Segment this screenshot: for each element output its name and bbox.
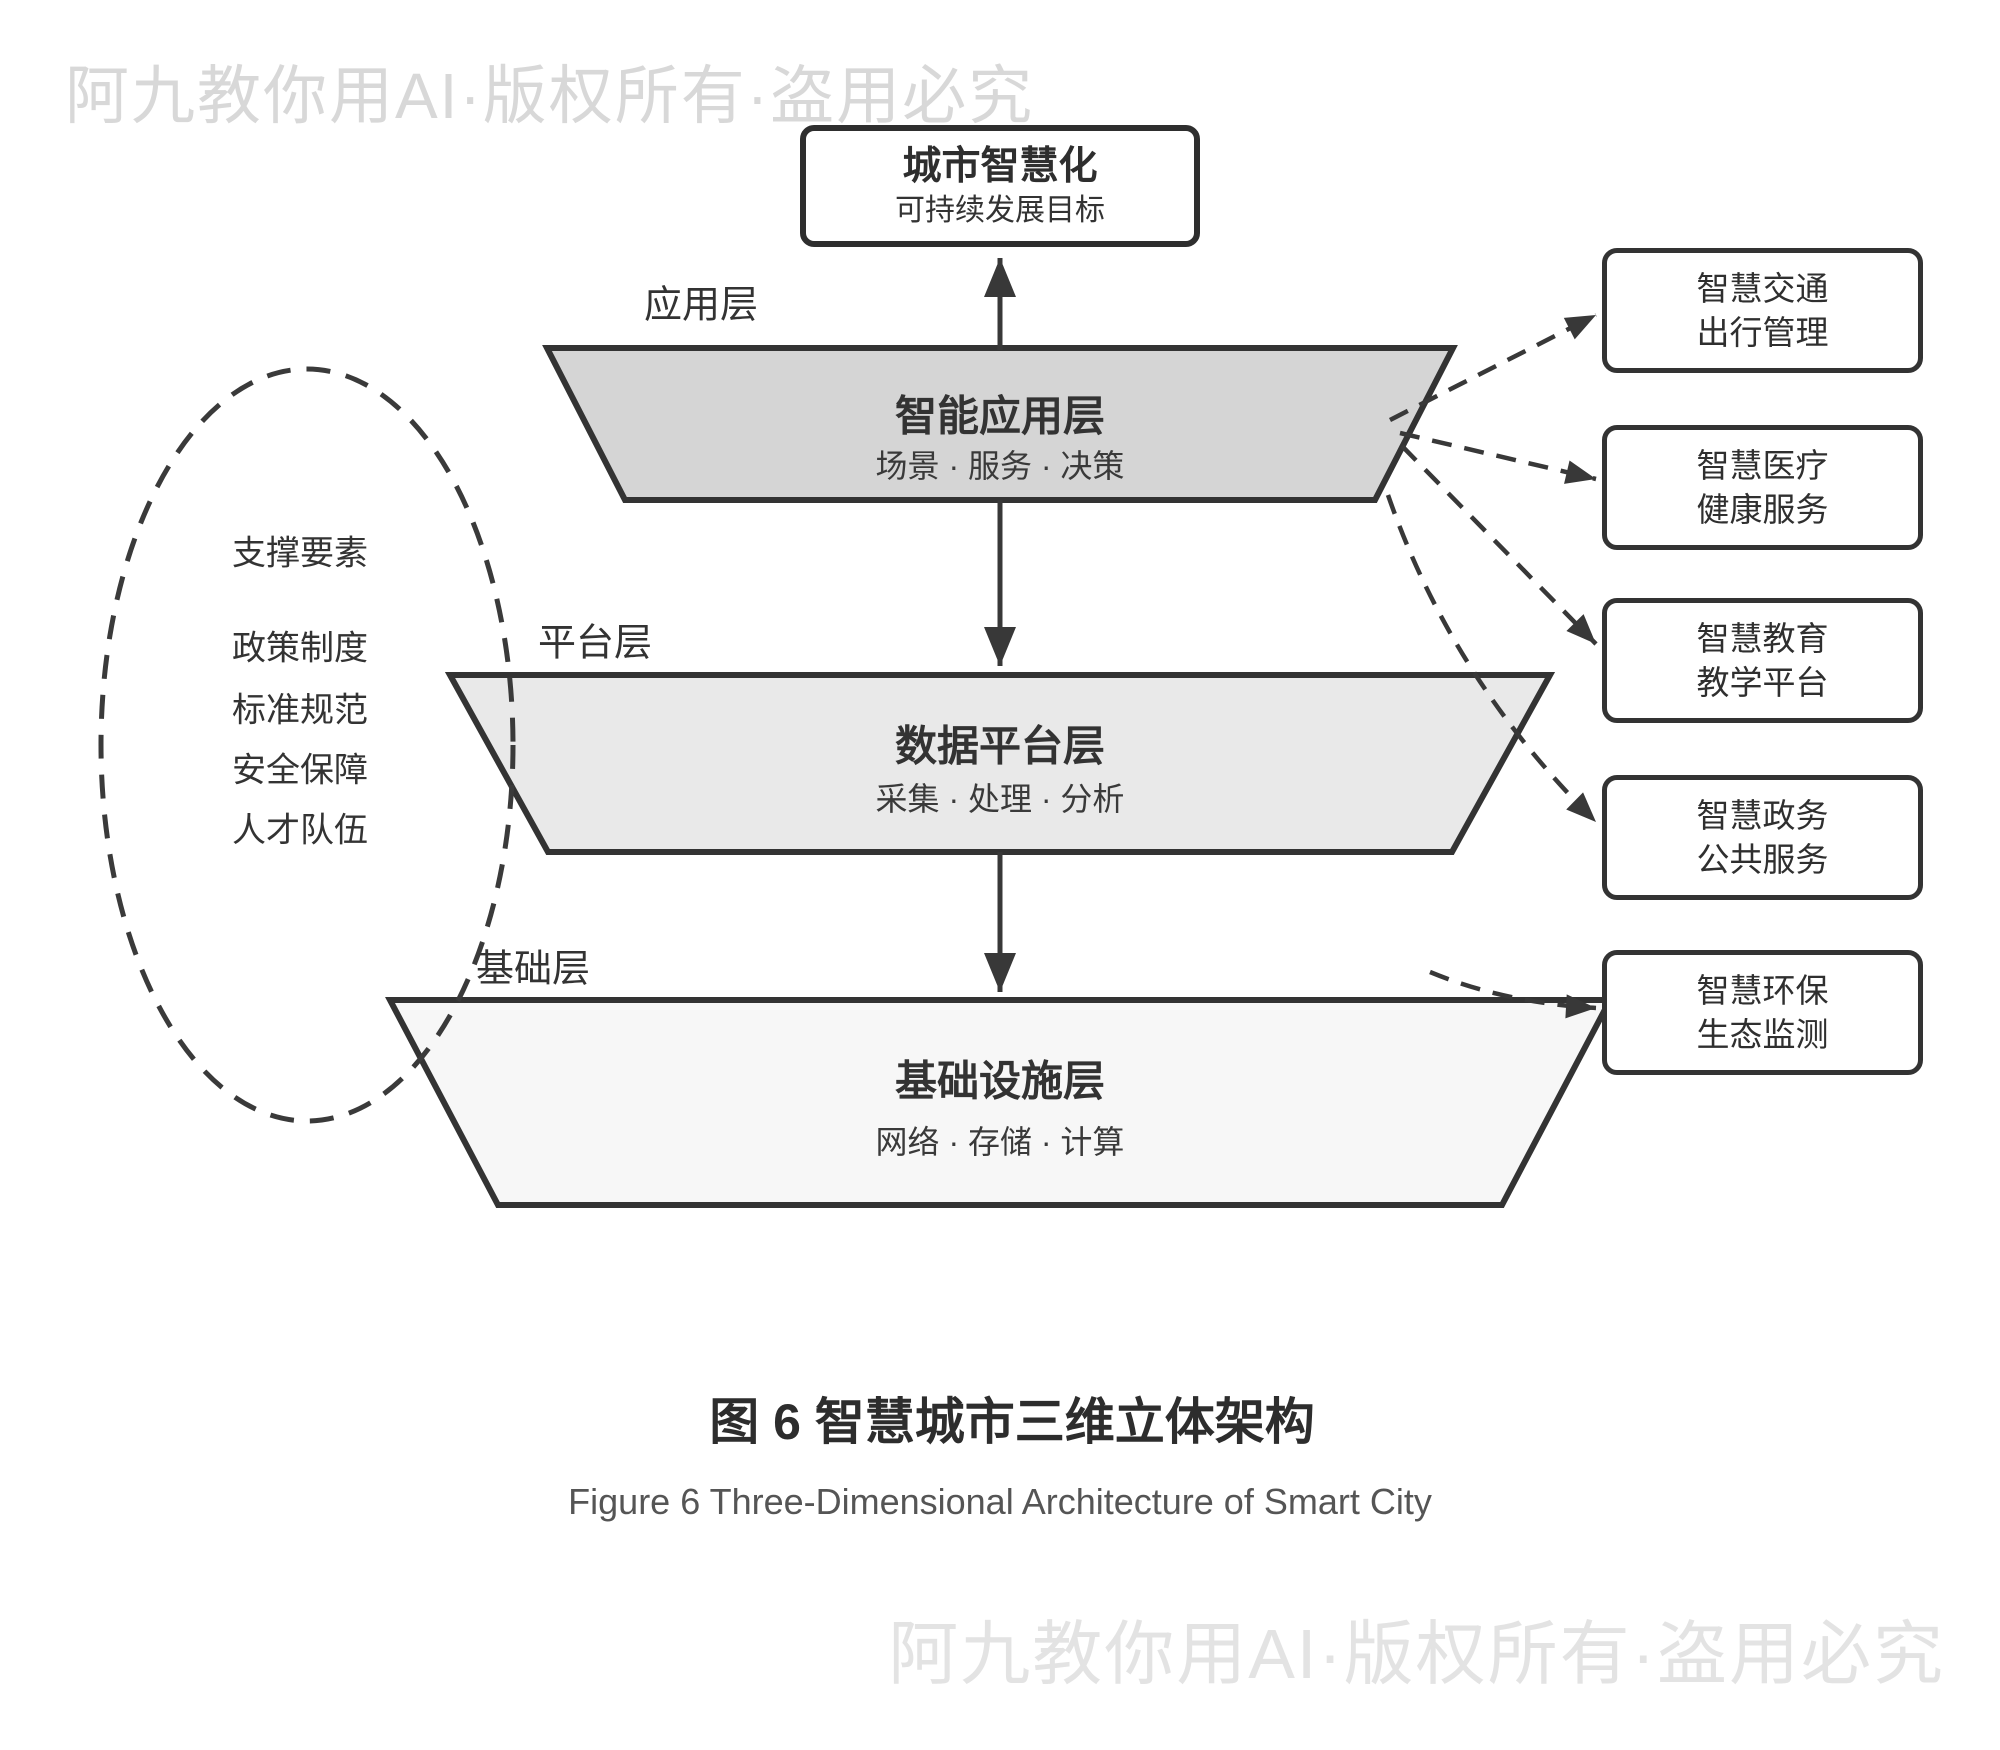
service-box-environment-line1: 智慧环保 [1696, 971, 1829, 1009]
service-box-healthcare-line1: 智慧医疗 [1696, 446, 1829, 484]
watermark-bottom: 阿九教你用AI·版权所有·盗用必究 [888, 1615, 1945, 1693]
service-box-education-line1: 智慧教育 [1696, 619, 1829, 657]
side-label-infrastructure: 基础层 [475, 948, 591, 991]
dashed-arrow-to-healthcare [1399, 430, 1597, 484]
service-box-transport-line2: 出行管理 [1696, 313, 1829, 351]
goal-title: 城市智慧化 [902, 144, 1098, 188]
dashed-arrow-to-transport [1388, 312, 1598, 423]
support-item-policy: 政策制度 [232, 629, 368, 668]
support-item-security: 安全保障 [232, 751, 368, 790]
side-label-application: 应用层 [643, 284, 759, 327]
goal-subtitle: 可持续发展目标 [895, 193, 1105, 227]
service-box-transport: 智慧交通 出行管理 [1602, 248, 1923, 373]
support-item-talent: 人才队伍 [232, 811, 368, 850]
platform-layer-title: 数据平台层 [894, 722, 1106, 770]
dashed-arrow-to-education [1400, 444, 1598, 646]
support-title: 支撑要素 [232, 534, 368, 573]
platform-layer-subtitle: 采集 · 处理 · 分析 [875, 781, 1125, 817]
service-box-transport-line1: 智慧交通 [1696, 269, 1829, 307]
service-box-education: 智慧教育 教学平台 [1602, 598, 1923, 723]
watermark-top: 阿九教你用AI·版权所有·盗用必究 [65, 60, 1035, 132]
service-box-government: 智慧政务 公共服务 [1602, 775, 1923, 900]
support-elements-ellipse [98, 366, 516, 1124]
infrastructure-layer-title: 基础设施层 [894, 1057, 1106, 1105]
service-box-government-line2: 公共服务 [1696, 840, 1829, 878]
service-box-healthcare-line2: 健康服务 [1696, 490, 1829, 528]
side-label-platform: 平台层 [537, 622, 653, 665]
service-box-environment: 智慧环保 生态监测 [1602, 950, 1923, 1075]
application-layer-trapezoid [542, 345, 1458, 503]
dashed-arrow-to-government [1385, 494, 1598, 824]
platform-layer-trapezoid [444, 672, 1556, 855]
service-box-healthcare: 智慧医疗 健康服务 [1602, 425, 1923, 550]
infrastructure-layer-subtitle: 网络 · 存储 · 计算 [875, 1124, 1125, 1160]
application-layer-subtitle: 场景 · 服务 · 决策 [875, 448, 1125, 484]
application-layer-title: 智能应用层 [894, 392, 1106, 440]
dashed-arrow-to-environment [1429, 969, 1597, 1019]
figure-caption-en: Figure 6 Three-Dimensional Architecture … [568, 1481, 1432, 1522]
service-box-government-line1: 智慧政务 [1696, 796, 1829, 834]
support-item-standards: 标准规范 [232, 691, 368, 730]
goal-box: 城市智慧化 可持续发展目标 [800, 125, 1200, 247]
figure-caption-zh: 图 6 智慧城市三维立体架构 [709, 1394, 1315, 1450]
infrastructure-layer-trapezoid [385, 997, 1615, 1208]
service-box-education-line2: 教学平台 [1696, 663, 1829, 701]
service-box-environment-line2: 生态监测 [1696, 1015, 1829, 1053]
